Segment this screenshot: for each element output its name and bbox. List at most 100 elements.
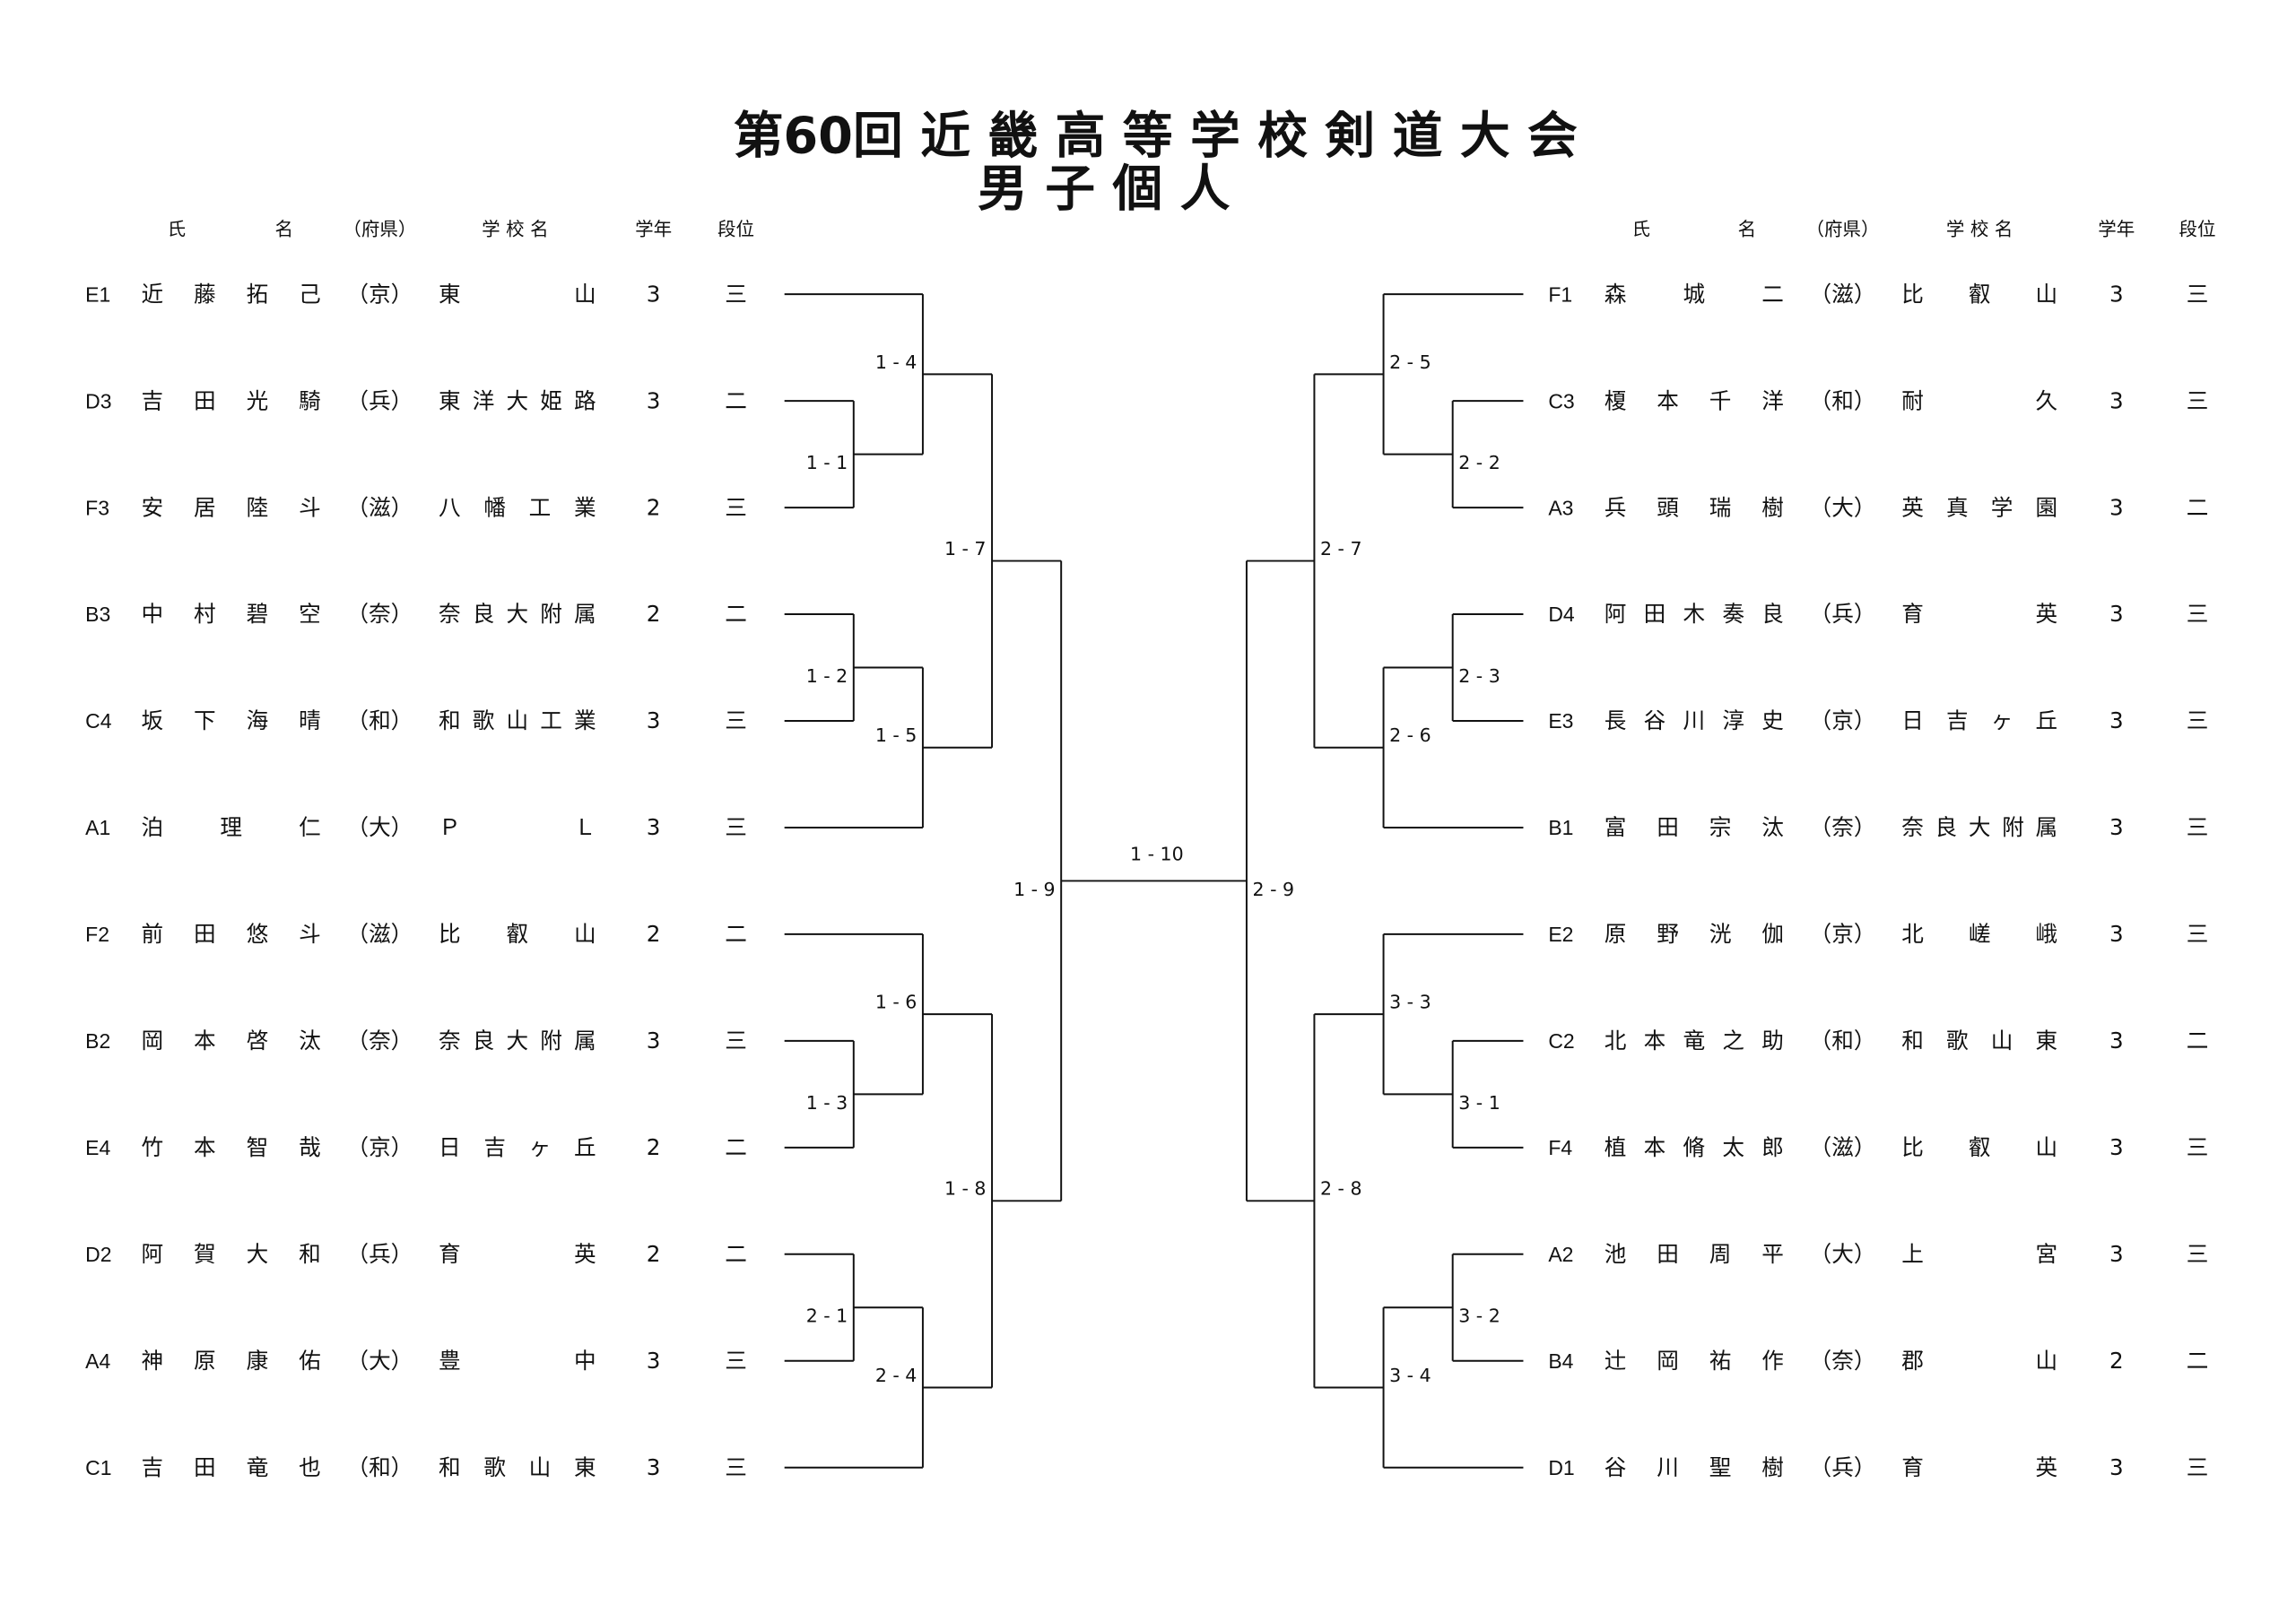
seed-code: A1	[85, 816, 110, 839]
school-name: 和歌山東	[439, 1454, 596, 1480]
grade: 3	[2109, 707, 2124, 733]
school-name: 和歌山工業	[439, 707, 596, 733]
prefecture: （兵）	[346, 1241, 413, 1267]
seed-code: B1	[1548, 816, 1573, 839]
school-name: 比叡山	[439, 921, 596, 947]
left-column-headers: 氏 名 （府県） 学 校 名 学年 段位	[168, 219, 754, 240]
prefecture: （京）	[1810, 921, 1876, 947]
match-number: 2 - 5	[1389, 351, 1431, 373]
grade: 3	[2109, 494, 2124, 520]
match-number: 1 - 10	[1130, 843, 1184, 864]
player-name: 北本竜之助	[1605, 1028, 1784, 1054]
grade: 3	[647, 1454, 661, 1480]
player-name: 阿田木奏良	[1605, 601, 1784, 627]
header-given-name: 名	[274, 219, 293, 240]
grade: 2	[647, 1134, 661, 1160]
grade: 3	[647, 707, 661, 733]
school-name: 上宮	[1901, 1241, 2057, 1267]
player-name: 兵頭瑞樹	[1605, 494, 1784, 520]
match-number: 2 - 9	[1253, 879, 1295, 900]
match-number: 1 - 3	[806, 1092, 848, 1114]
header-prefecture: （府県）	[1806, 219, 1880, 240]
seed-code: D1	[1548, 1456, 1574, 1479]
player-name: 原野洸伽	[1605, 921, 1784, 947]
school-name: 東洋大姫路	[439, 387, 596, 413]
school-name: 育英	[1901, 601, 2057, 627]
header-grade: 学年	[2098, 219, 2135, 240]
match-number: 1 - 9	[1013, 879, 1056, 900]
dan-rank: 三	[725, 1028, 747, 1054]
seed-code: B4	[1548, 1349, 1573, 1373]
school-name: 和歌山東	[1901, 1028, 2057, 1054]
match-number: 2 - 8	[1320, 1178, 1362, 1200]
dan-rank: 二	[725, 387, 747, 413]
player-name: 植本脩太郎	[1605, 1134, 1784, 1160]
match-number: 1 - 7	[944, 538, 987, 559]
prefecture: （奈）	[346, 1028, 413, 1054]
match-number: 2 - 7	[1320, 538, 1362, 559]
school-name: 奈良大附属	[439, 1028, 596, 1054]
match-number: 2 - 1	[806, 1305, 848, 1327]
prefecture: （滋）	[1810, 281, 1876, 307]
seed-code: E1	[85, 282, 110, 306]
grade: 3	[2109, 1028, 2124, 1054]
dan-rank: 三	[2187, 1241, 2209, 1267]
school-name: 育英	[439, 1241, 596, 1267]
seed-code: E4	[85, 1136, 110, 1159]
grade: 3	[2109, 921, 2124, 947]
school-name: 東山	[439, 281, 596, 307]
dan-rank: 三	[2187, 1454, 2209, 1480]
seed-code: C2	[1548, 1029, 1574, 1053]
dan-rank: 三	[2187, 814, 2209, 840]
prefecture: （和）	[1810, 1028, 1876, 1054]
player-name: 辻岡祐作	[1605, 1348, 1784, 1374]
player-name: 阿賀大和	[142, 1241, 321, 1267]
dan-rank: 三	[725, 281, 747, 307]
header-school: 学 校 名	[1946, 219, 2013, 240]
seed-code: D2	[85, 1243, 111, 1266]
prefecture: （兵）	[1810, 1454, 1876, 1480]
grade: 3	[647, 1028, 661, 1054]
player-name: 谷川聖樹	[1605, 1454, 1784, 1480]
prefecture: （兵）	[346, 387, 413, 413]
player-name: 安居陸斗	[142, 494, 321, 520]
seed-code: D4	[1548, 603, 1575, 626]
player-name: 長谷川淳史	[1605, 707, 1784, 733]
prefecture: （兵）	[1810, 601, 1876, 627]
seed-code: F1	[1548, 282, 1572, 306]
prefecture: （和）	[346, 1454, 413, 1480]
seed-code: A3	[1548, 496, 1573, 519]
match-number: 1 - 5	[875, 724, 918, 746]
school-name: ＰＬ	[439, 814, 596, 840]
grade: 2	[647, 494, 661, 520]
header-given-name: 名	[1738, 219, 1757, 240]
player-name: 吉田竜也	[142, 1454, 321, 1480]
grade: 3	[2109, 387, 2124, 413]
prefecture: （和）	[1810, 387, 1876, 413]
seed-code: F4	[1548, 1136, 1572, 1159]
grade: 2	[647, 921, 661, 947]
prefecture: （大）	[1810, 494, 1876, 520]
dan-rank: 二	[2187, 1348, 2209, 1374]
dan-rank: 二	[725, 601, 747, 627]
prefecture: （滋）	[346, 494, 413, 520]
match-number: 2 - 4	[875, 1365, 918, 1386]
match-number: 3 - 2	[1458, 1305, 1500, 1327]
seed-code: B2	[85, 1029, 110, 1053]
